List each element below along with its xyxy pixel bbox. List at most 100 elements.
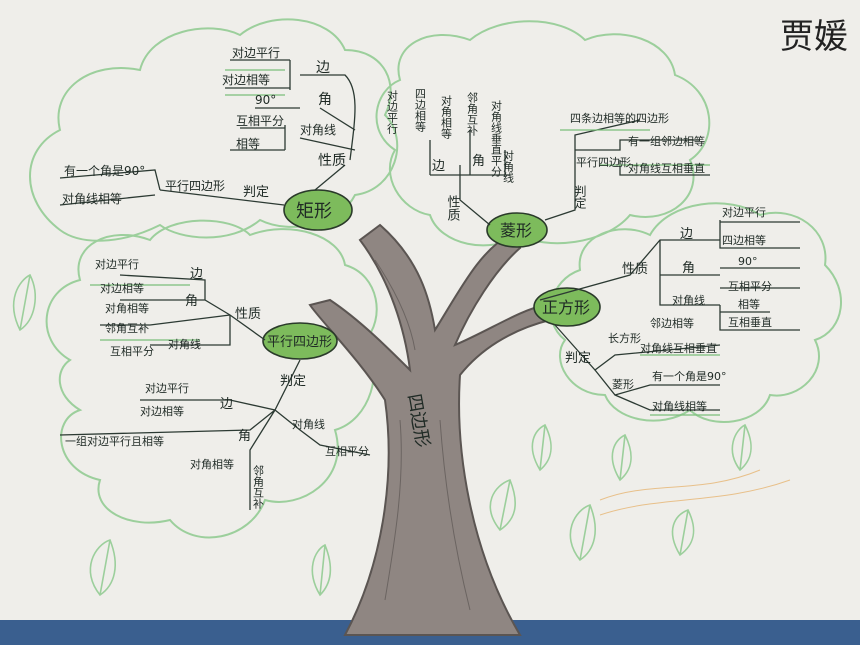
line-rect-edge-items: [225, 59, 291, 90]
par-t11: 一组对边平行且相等: [65, 434, 164, 448]
sq-t12: 对角线互相垂直: [640, 341, 717, 355]
rh-t2: 对角相等: [440, 94, 453, 139]
rh-t8: 性质: [445, 195, 461, 221]
sq-t2: 边: [680, 227, 693, 242]
line-par-judge: [140, 359, 301, 411]
rect-t6: 相等: [236, 137, 260, 151]
par-t15: 邻角互补: [252, 465, 265, 510]
par-t1: 对边相等: [100, 281, 144, 295]
rh-t4: 对角线垂直平分: [490, 99, 503, 177]
par-t5: 边: [190, 267, 203, 282]
rh-t0: 对边平行: [386, 89, 399, 135]
cloud-square: [549, 202, 842, 423]
wind-line-1: [599, 469, 761, 501]
line-rect-judge: [159, 189, 285, 206]
oval-rhombus: [486, 212, 548, 248]
rect-t1: 对边相等: [222, 73, 270, 87]
sq-t11: 邻边相等: [650, 316, 694, 330]
gline-4: [640, 354, 720, 416]
leaf-8: [671, 508, 695, 557]
rectangle-texts: 对边平行 对边相等 边 90° 角 互相平分 相等 对角线 性质 有一个角是90…: [62, 46, 346, 206]
oval-label-parallelogram: 平行四边形: [267, 335, 332, 350]
bark-line-3: [374, 259, 416, 351]
square-texts: 对边平行 四边相等 边 90° 角 互相平分 相等 互相垂直 对角线 性质 长方…: [565, 205, 772, 413]
par-t14: 对角相等: [190, 457, 234, 471]
wind-lines: [599, 469, 791, 516]
cloud-parallelogram: [45, 219, 378, 539]
par-t18: 判定: [280, 374, 306, 389]
leaf-6: [569, 504, 596, 562]
par-t6: 角: [185, 294, 198, 309]
rect-t8: 性质: [318, 153, 346, 169]
par-t3: 邻角互补: [105, 322, 149, 335]
rh-t11: 平行四边形: [576, 156, 631, 169]
sq-t16: 判定: [565, 351, 591, 366]
rh-t7: 对角线: [502, 149, 515, 183]
par-t0: 对边平行: [95, 257, 139, 271]
leaf-5: [531, 423, 552, 472]
rect-t4: 角: [318, 92, 332, 108]
line-par-prop: [119, 274, 266, 341]
line-rect-diag: [299, 137, 356, 151]
sq-t15: 对角线相等: [652, 399, 707, 413]
sq-t14: 有一个角是90°: [652, 369, 727, 383]
gline-2: [560, 129, 710, 166]
parallelogram-texts: 对边平行 对边相等 对角相等 邻角互补 互相平分 边 角 对角线 性质 对边平行…: [65, 257, 369, 510]
line-sq-items: [659, 240, 720, 306]
rhombus-texts: 对边平行 四边相等 对角相等 邻角互补 对角线垂直平分 边 角 对角线 性质 四…: [386, 88, 706, 221]
sq-t1: 四边相等: [722, 233, 766, 247]
falling-leaves: [12, 273, 752, 597]
signature-text: 贾媛: [780, 17, 848, 57]
oval-label-square: 正方形: [542, 298, 590, 317]
rh-t3: 邻角互补: [466, 92, 479, 137]
sq-t0: 对边平行: [722, 205, 766, 219]
line-rect-prop: [314, 164, 346, 191]
rect-t0: 对边平行: [232, 46, 280, 60]
sq-t13: 菱形: [612, 378, 634, 391]
par-t16: 对角线: [292, 417, 325, 431]
line-sq-prop: [539, 239, 720, 301]
rect-t2: 边: [316, 60, 330, 76]
bark-line-1: [384, 419, 402, 601]
sq-t7: 互相垂直: [728, 315, 772, 329]
rh-t13: 判定: [573, 185, 587, 210]
wind-line-2: [599, 479, 791, 516]
cloud-rhombus: [375, 20, 711, 247]
sq-t10: 长方形: [608, 331, 641, 345]
par-t10: 对边相等: [140, 404, 184, 418]
tree-trunk: [308, 223, 552, 636]
line-sq-judge: [554, 324, 721, 371]
rh-t1: 四边相等: [414, 88, 427, 132]
rect-t11: 平行四边形: [165, 179, 225, 193]
rh-t10: 有一组邻边相等: [628, 134, 705, 148]
sq-t8: 对角线: [672, 293, 705, 307]
leaf-3: [311, 543, 332, 597]
par-t17: 互相平分: [325, 445, 369, 458]
connector-lines: [59, 59, 800, 510]
rh-t6: 角: [472, 154, 485, 169]
line-rh-judge: [544, 119, 641, 221]
sq-t3: 90°: [738, 255, 758, 268]
green-item-lines: [90, 69, 720, 416]
rect-t3: 90°: [255, 93, 276, 107]
leaf-1: [12, 273, 36, 332]
par-t8: 性质: [235, 307, 261, 322]
par-t4: 互相平分: [110, 345, 154, 358]
leaf-4: [489, 479, 516, 532]
rect-t12: 判定: [243, 185, 269, 200]
line-rect-edge: [300, 74, 356, 161]
rh-t5: 边: [432, 159, 445, 174]
par-t9: 对边平行: [145, 381, 189, 395]
rh-t12: 对角线互相垂直: [628, 161, 705, 175]
leaf-9: [731, 423, 752, 472]
line-par-diag: [274, 409, 371, 456]
oval-rectangle: [283, 189, 353, 231]
sq-t4: 角: [682, 261, 695, 276]
rect-t9: 有一个角是90°: [64, 164, 145, 178]
rect-t7: 对角线: [300, 123, 336, 137]
line-rh-prop: [459, 165, 491, 226]
sq-t5: 互相平分: [728, 280, 772, 293]
par-t12: 边: [220, 397, 233, 412]
